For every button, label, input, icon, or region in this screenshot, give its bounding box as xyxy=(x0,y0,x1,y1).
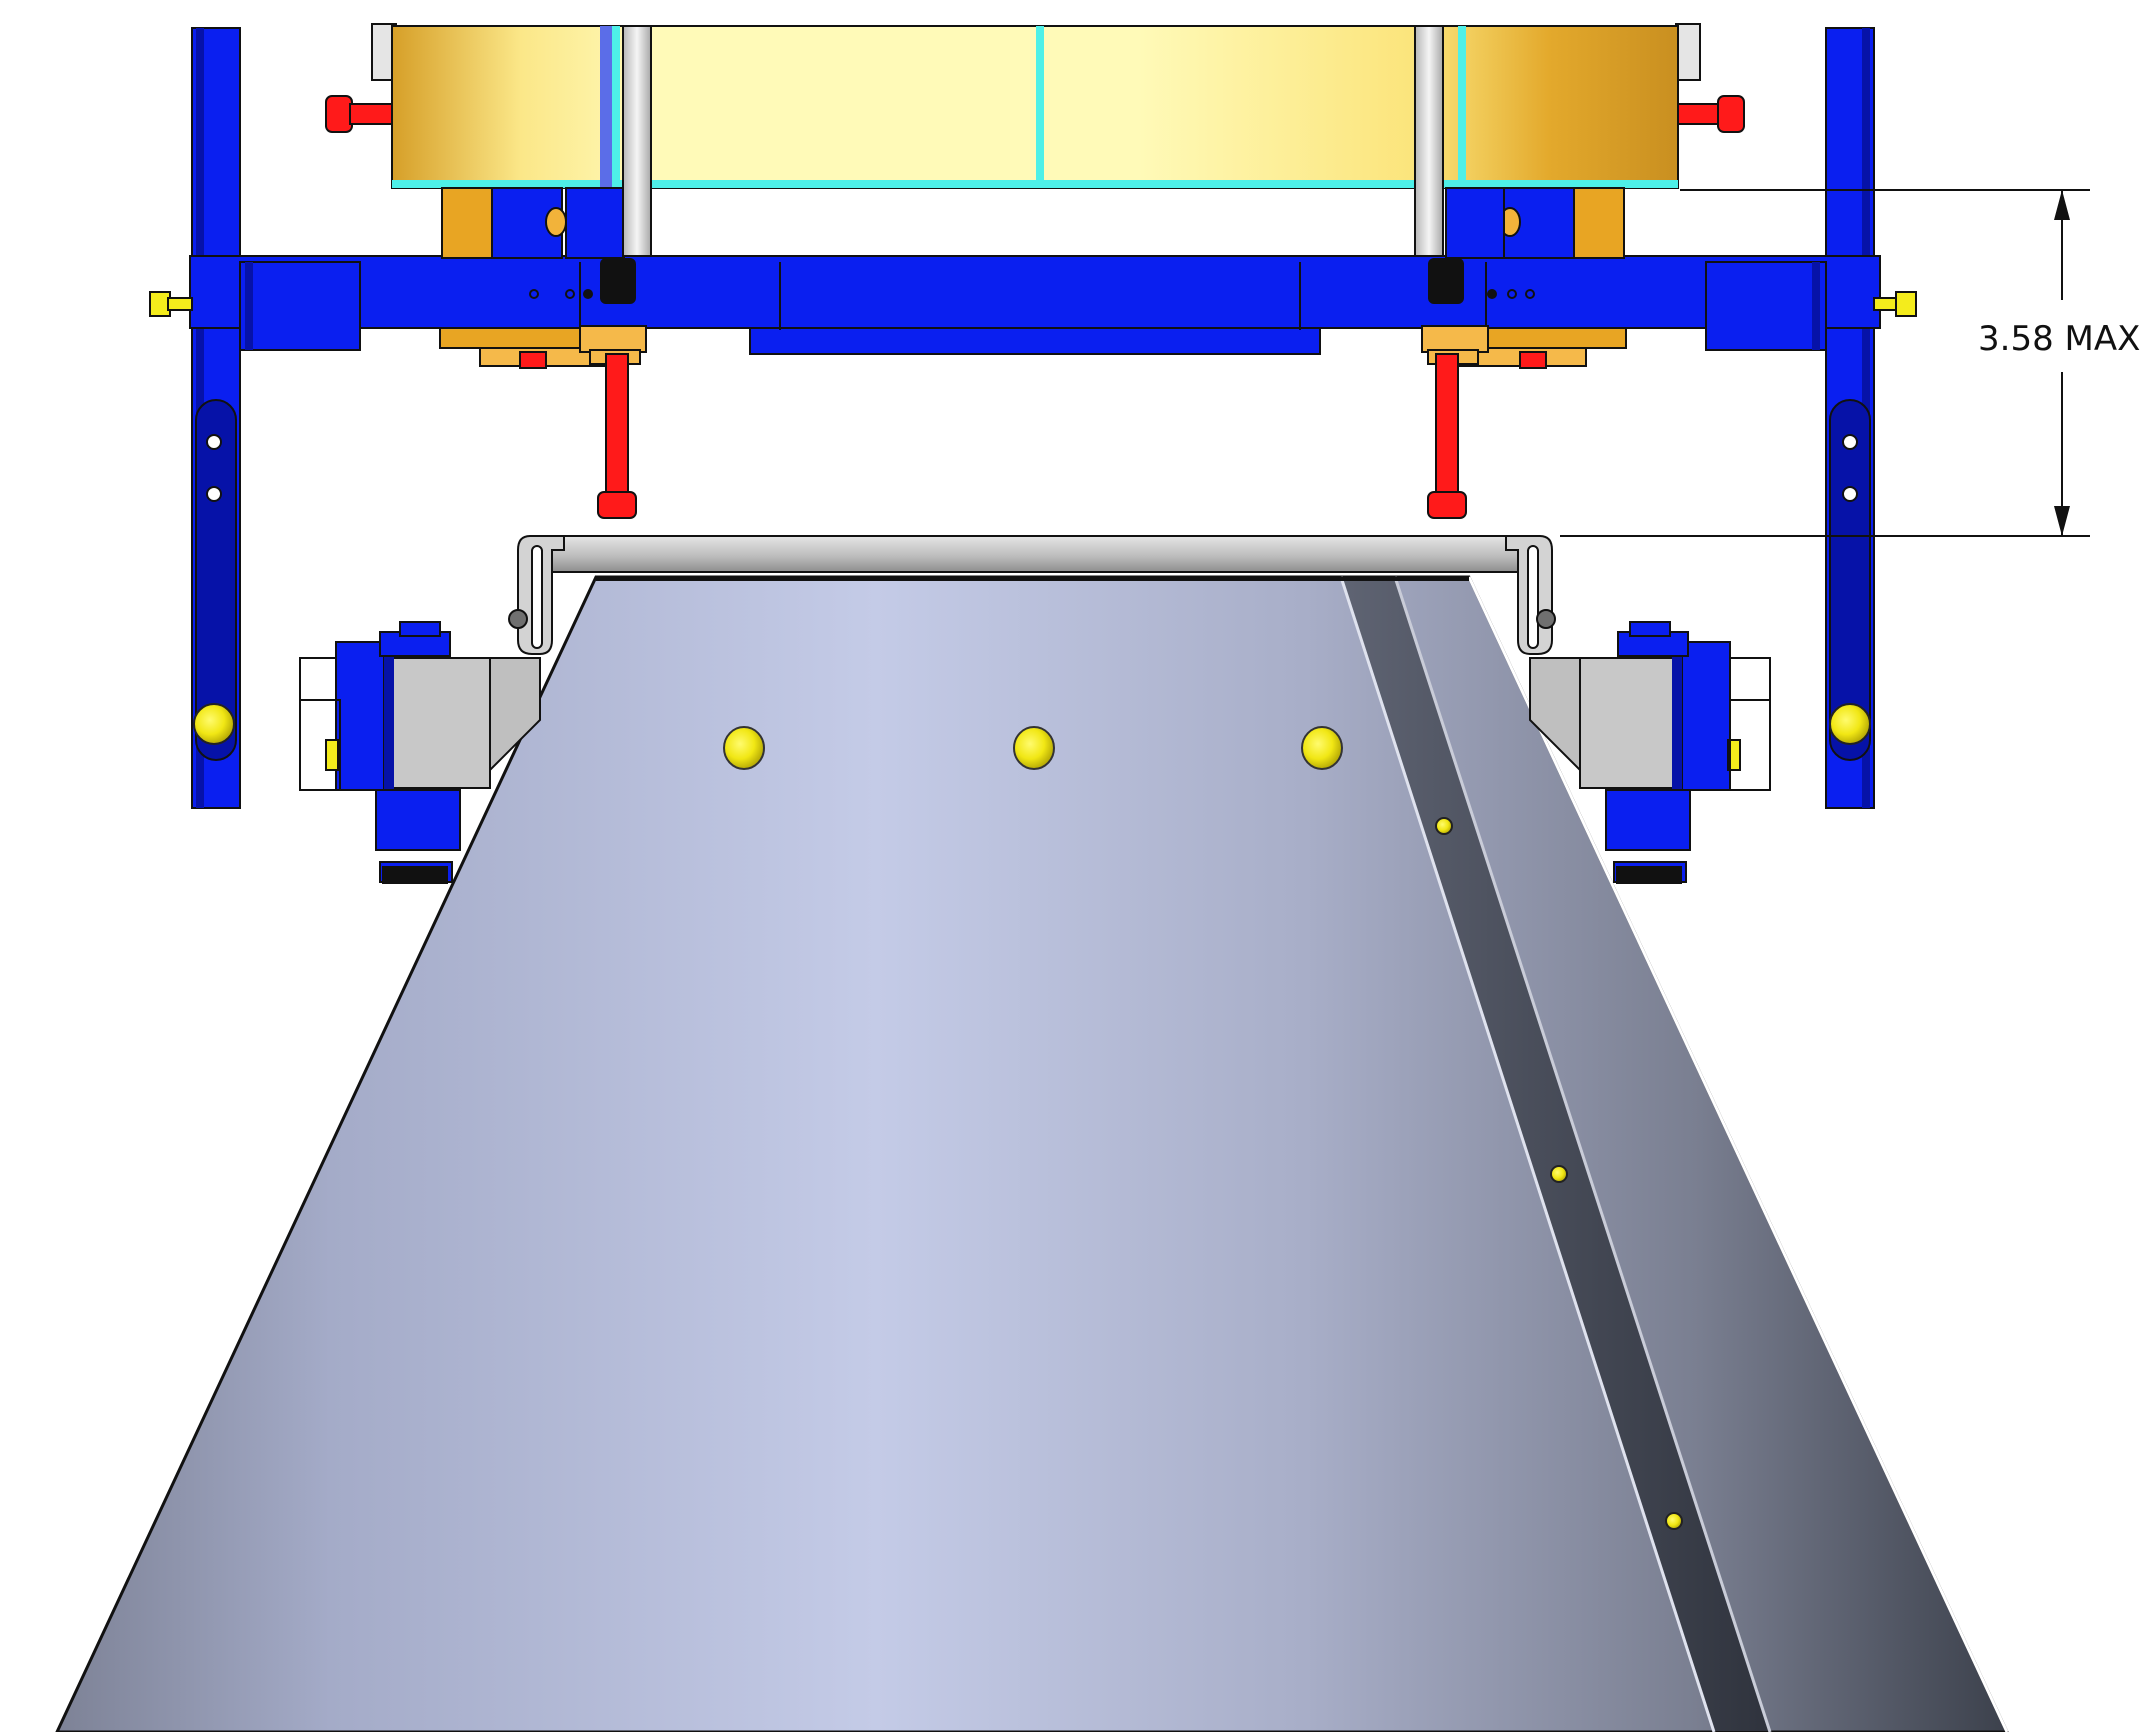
left-thumb-screw xyxy=(149,291,193,317)
blue-crossbar xyxy=(189,255,1881,355)
hopper-plugs xyxy=(723,726,1343,770)
right-red-pin xyxy=(1427,258,1467,519)
flange-rivets xyxy=(1435,817,1683,1530)
dimension-arrow-icon xyxy=(2054,190,2070,220)
left-red-knob xyxy=(325,95,393,133)
right-guide-post xyxy=(1414,25,1444,257)
dimension-callout: 3.58 MAX xyxy=(1560,189,2140,537)
left-mount-block xyxy=(439,187,641,369)
gold-housing xyxy=(371,23,1701,189)
hopper-chute xyxy=(55,575,2009,1732)
left-clamp-bracket xyxy=(299,621,541,884)
dimension-label: 3.58 MAX xyxy=(1978,319,2140,359)
hopper-top-rail xyxy=(508,535,1556,655)
left-guide-post xyxy=(622,25,652,257)
left-vertical-post xyxy=(191,27,241,809)
right-vertical-post xyxy=(1825,27,1875,809)
right-clamp-bracket xyxy=(1529,621,1771,884)
right-red-knob xyxy=(1677,95,1745,133)
right-thumb-screw xyxy=(1873,291,1917,317)
left-red-pin xyxy=(597,258,637,519)
